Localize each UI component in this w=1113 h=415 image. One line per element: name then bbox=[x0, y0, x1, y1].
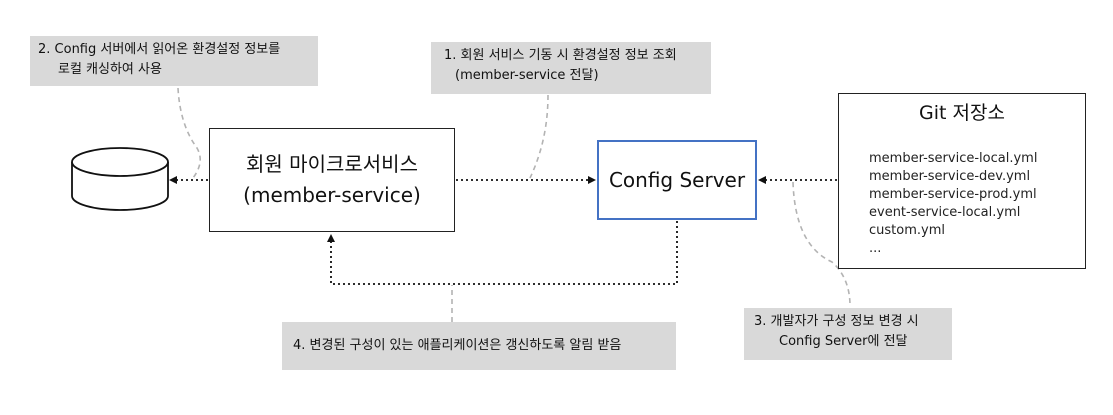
note-startup-config-lookup-line2: (member-service 전달) bbox=[455, 68, 599, 83]
git-repository-box bbox=[838, 93, 1086, 269]
config-file-list: member-service-local.yml member-service-… bbox=[869, 150, 1037, 258]
member-microservice-box: 회원 마이크로서비스 (member-service) bbox=[209, 128, 455, 232]
member-microservice-id: (member-service) bbox=[243, 183, 421, 207]
note-refresh-notification: 4. 변경된 구성이 있는 애플리케이션은 갱신하도록 알림 받음 bbox=[282, 322, 676, 370]
arrow-config-server-notify-microservice bbox=[327, 221, 678, 285]
member-microservice-name: 회원 마이크로서비스 bbox=[246, 152, 418, 176]
config-server-label: Config Server bbox=[608, 168, 746, 192]
config-file-item: event-service-local.yml bbox=[869, 205, 1021, 220]
config-file-item: custom.yml bbox=[869, 223, 945, 238]
note2-leader-line bbox=[177, 87, 201, 179]
local-cache-database-icon bbox=[71, 147, 169, 211]
note-developer-change: 3. 개발자가 구성 정보 변경 시 Config Server에 전달 bbox=[744, 308, 952, 360]
note-startup-config-lookup: 1. 회원 서비스 기동 시 환경설정 정보 조회 (member-servic… bbox=[431, 42, 711, 94]
config-file-item-more: ... bbox=[869, 241, 882, 256]
config-server-box: Config Server bbox=[597, 140, 757, 220]
note-refresh-notification-line1: 4. 변경된 구성이 있는 애플리케이션은 갱신하도록 알림 받음 bbox=[293, 338, 622, 353]
note1-leader-line bbox=[529, 94, 549, 179]
config-file-item: member-service-prod.yml bbox=[869, 187, 1037, 202]
note-local-caching: 2. Config 서버에서 읽어온 환경설정 정보를 로컬 캐싱하여 사용 bbox=[30, 36, 318, 86]
git-repository-title: Git 저장소 bbox=[919, 102, 1005, 124]
note-developer-change-line1: 3. 개발자가 구성 정보 변경 시 bbox=[754, 314, 919, 329]
note3-leader-line bbox=[792, 181, 851, 307]
config-file-item: member-service-dev.yml bbox=[869, 169, 1031, 184]
note-local-caching-line2: 로컬 캐싱하여 사용 bbox=[58, 62, 162, 77]
config-file-item: member-service-local.yml bbox=[869, 151, 1038, 166]
note-startup-config-lookup-line1: 1. 회원 서비스 기동 시 환경설정 정보 조회 bbox=[444, 48, 677, 63]
note-developer-change-line2: Config Server에 전달 bbox=[779, 334, 908, 349]
note-local-caching-line1: 2. Config 서버에서 읽어온 환경설정 정보를 bbox=[38, 42, 281, 57]
